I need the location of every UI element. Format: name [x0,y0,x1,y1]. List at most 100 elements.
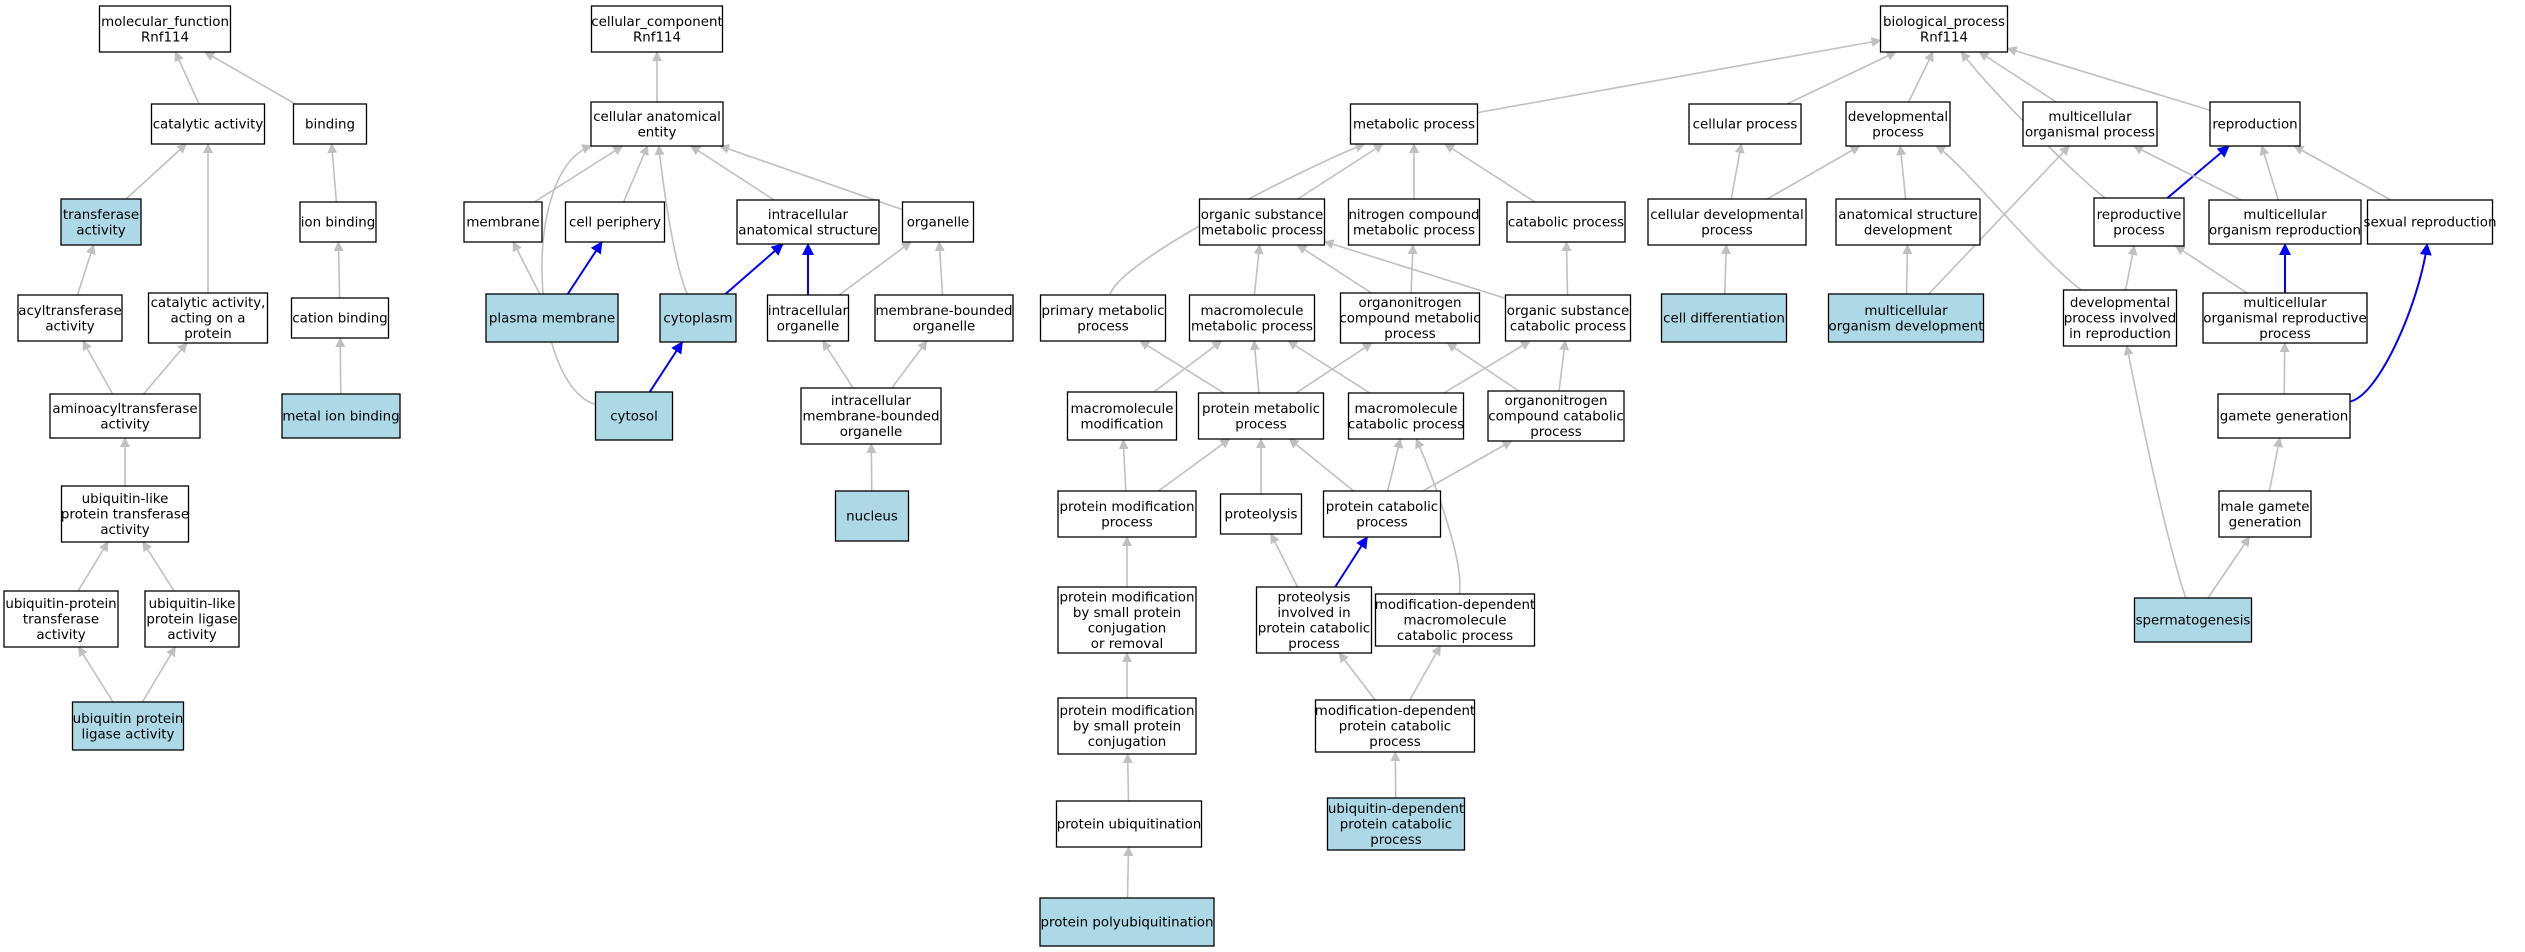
go-term-node[interactable]: cytosol [594,391,674,441]
go-term-node[interactable]: binding [292,103,368,145]
node-box [2208,199,2362,245]
node-label-line: organism reproduction [2209,223,2361,238]
go-term-node[interactable]: cytoplasm [659,293,737,343]
edge-gray-arrow [2124,245,2138,291]
go-term-node[interactable]: gamete generation [2217,393,2351,439]
go-term-node[interactable]: organelle [901,201,975,243]
edge-gray-arrow [1907,51,1934,103]
node-label-line: process [1356,515,1407,530]
node-box [874,294,1014,342]
go-term-node[interactable]: metal ion binding [281,393,401,439]
go-term-node[interactable]: cellular process [1688,103,1802,145]
node-box [1835,198,1981,246]
node-label-line: generation [2229,515,2302,530]
node-box [1487,390,1625,442]
go-term-node[interactable]: modification-dependentmacromoleculecatab… [1375,593,1535,647]
go-term-node[interactable]: reproduction [2209,101,2301,147]
go-term-node[interactable]: catalytic activity [150,103,266,145]
node-label-line: sexual reproduction [2364,216,2497,231]
node-label-line: in reproduction [2069,327,2171,342]
node-box [2366,199,2494,245]
node-label-line: protein ubiquitination [1057,818,1202,833]
node-box [901,201,975,243]
edge-gray-arrow [1902,244,1913,295]
node-label-line: modification-dependent [1375,598,1535,613]
edge-gray-arrow [1558,340,1570,392]
go-term-node[interactable]: spermatogenesis [2133,597,2253,643]
go-term-node[interactable]: cation binding [290,297,390,339]
node-box [17,294,123,342]
go-term-node[interactable]: sexual reproduction [2364,199,2497,245]
node-label-line: protein modification [1060,704,1195,719]
edge-gray-arrow [719,144,903,211]
go-term-node[interactable]: nucleus [834,490,910,542]
go-term-node[interactable]: cell differentiation [1660,293,1788,343]
node-label-line: process [1077,319,1128,334]
go-term-node[interactable]: proteolysis [1219,493,1303,535]
go-term-node[interactable]: plasma membrane [485,293,619,343]
go-term-node[interactable]: protein polyubiquitination [1039,897,1215,947]
node-label-line: membrane-bounded [803,410,940,425]
go-term-node[interactable]: metabolic process [1349,103,1479,145]
node-box [49,393,201,439]
node-label-line: binding [305,118,355,133]
node-label-line: macromolecule [1354,402,1457,417]
node-label-line: reproduction [2212,118,2297,133]
go-term-node[interactable]: catabolic process [1506,201,1626,243]
node-label-line: anatomical structure [1838,208,1977,223]
go-term-node[interactable]: ion binding [299,201,377,243]
node-label-line: protein catabolic [1258,621,1370,636]
edge-gray-arrow [1288,438,1355,492]
node-box [150,103,266,145]
node-box [1255,586,1373,654]
go-term-node[interactable]: protein ubiquitination [1055,800,1203,848]
go-term-node[interactable]: cell periphery [564,201,666,243]
go-term-node[interactable]: membrane [463,201,543,243]
node-label-line: protein metabolic [1202,402,1320,417]
